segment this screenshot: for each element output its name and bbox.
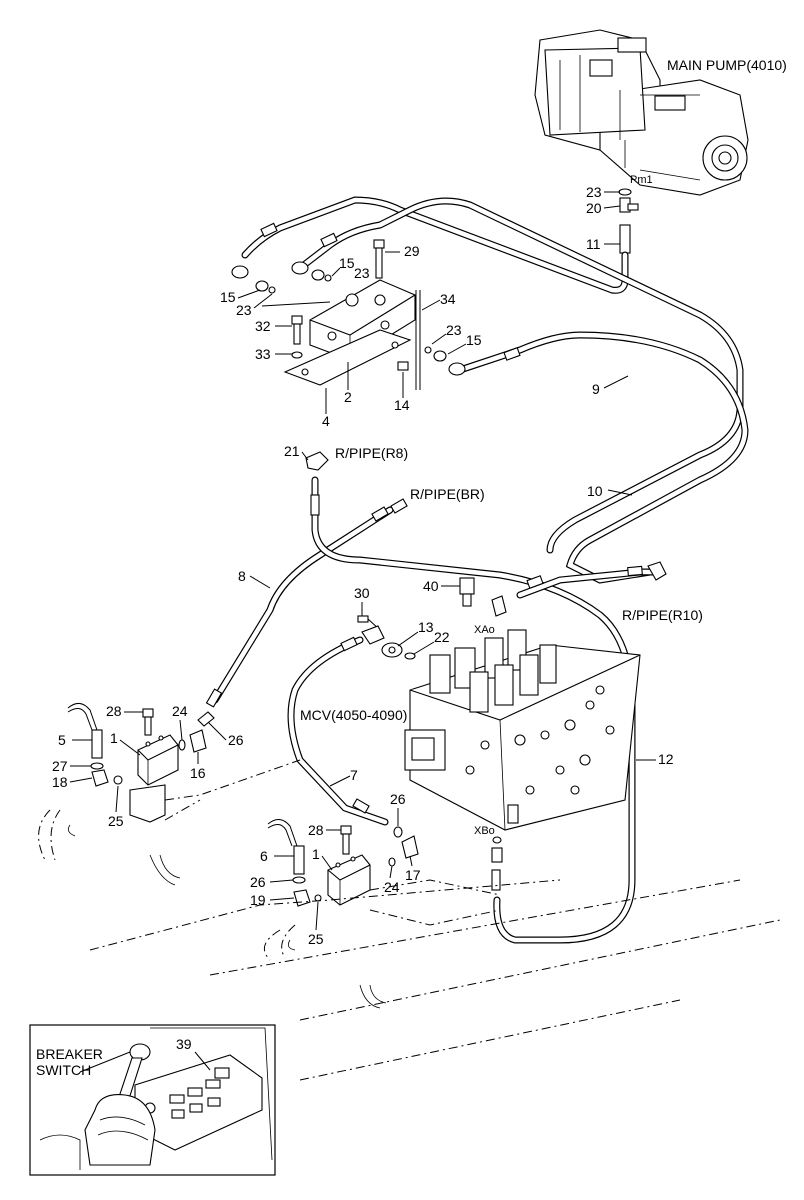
callout-21: 21 bbox=[284, 443, 300, 459]
callout-4: 4 bbox=[322, 413, 330, 429]
callout-23: 23 bbox=[354, 265, 370, 281]
breaker-label-line1: BREAKER bbox=[36, 1046, 103, 1062]
rpipe-br-label: R/PIPE(BR) bbox=[410, 486, 485, 502]
callout-27: 27 bbox=[52, 758, 68, 774]
callout-40: 40 bbox=[423, 578, 439, 594]
main-pump-label: MAIN PUMP(4010) bbox=[667, 57, 787, 73]
callout-2: 2 bbox=[344, 389, 352, 405]
callout-19: 19 bbox=[250, 892, 266, 908]
breaker-label-line2: SWITCH bbox=[36, 1062, 91, 1078]
callouts: 23 20 11 29 15 23 15 23 34 32 33 23 15 4… bbox=[52, 184, 674, 1052]
xbo-port-label: XBo bbox=[474, 825, 495, 837]
callout-9: 9 bbox=[592, 381, 600, 397]
callout-15: 15 bbox=[220, 289, 236, 305]
callout-6: 6 bbox=[260, 848, 268, 864]
hose-routes bbox=[211, 196, 749, 944]
main-pump-drawing bbox=[534, 29, 749, 196]
pedal-valve-lower bbox=[267, 819, 419, 907]
callout-16: 16 bbox=[190, 765, 206, 781]
callout-20: 20 bbox=[586, 200, 602, 216]
callout-26: 26 bbox=[250, 874, 266, 890]
callout-24: 24 bbox=[172, 703, 188, 719]
valve-block-drawing bbox=[231, 239, 466, 386]
callout-29: 29 bbox=[404, 243, 420, 259]
callout-1: 1 bbox=[312, 846, 320, 862]
callout-12: 12 bbox=[658, 751, 674, 767]
rpipe-r8-label: R/PIPE(R8) bbox=[335, 445, 408, 461]
callout-25: 25 bbox=[308, 931, 324, 947]
callout-14: 14 bbox=[394, 397, 410, 413]
rpipe-r10-label: R/PIPE(R10) bbox=[622, 607, 703, 623]
callout-15: 15 bbox=[339, 255, 355, 271]
callout-1: 1 bbox=[110, 730, 118, 746]
floor-outline bbox=[38, 759, 781, 1081]
callout-8: 8 bbox=[238, 568, 246, 584]
callout-18: 18 bbox=[52, 774, 68, 790]
mcv-drawing bbox=[404, 595, 641, 863]
callout-26: 26 bbox=[228, 732, 244, 748]
hose-fittings bbox=[205, 222, 643, 891]
callout-33: 33 bbox=[255, 346, 271, 362]
callout-28: 28 bbox=[106, 703, 122, 719]
callout-30: 30 bbox=[354, 585, 370, 601]
callout-28: 28 bbox=[308, 822, 324, 838]
callout-5: 5 bbox=[58, 732, 66, 748]
callout-11: 11 bbox=[586, 236, 601, 252]
pedal-valve-upper bbox=[67, 703, 215, 823]
xao-port-label: XAo bbox=[474, 624, 495, 636]
callout-24: 24 bbox=[384, 879, 400, 895]
pm1-port-label: Pm1 bbox=[630, 174, 653, 186]
breaker-switch-inset bbox=[29, 1024, 276, 1176]
callout-23: 23 bbox=[586, 184, 602, 200]
callout-26: 26 bbox=[390, 791, 406, 807]
callout-25: 25 bbox=[108, 813, 124, 829]
mcv-label: MCV(4050-4090) bbox=[300, 707, 407, 723]
callout-22: 22 bbox=[434, 629, 450, 645]
callout-39: 39 bbox=[176, 1036, 192, 1052]
callout-7: 7 bbox=[350, 767, 358, 783]
callout-34: 34 bbox=[440, 291, 456, 307]
callout-13: 13 bbox=[418, 619, 434, 635]
callout-17: 17 bbox=[405, 867, 421, 883]
callout-23: 23 bbox=[446, 322, 462, 338]
callout-32: 32 bbox=[255, 318, 271, 334]
callout-23: 23 bbox=[236, 302, 252, 318]
callout-10: 10 bbox=[587, 483, 603, 499]
callout-15: 15 bbox=[466, 332, 482, 348]
